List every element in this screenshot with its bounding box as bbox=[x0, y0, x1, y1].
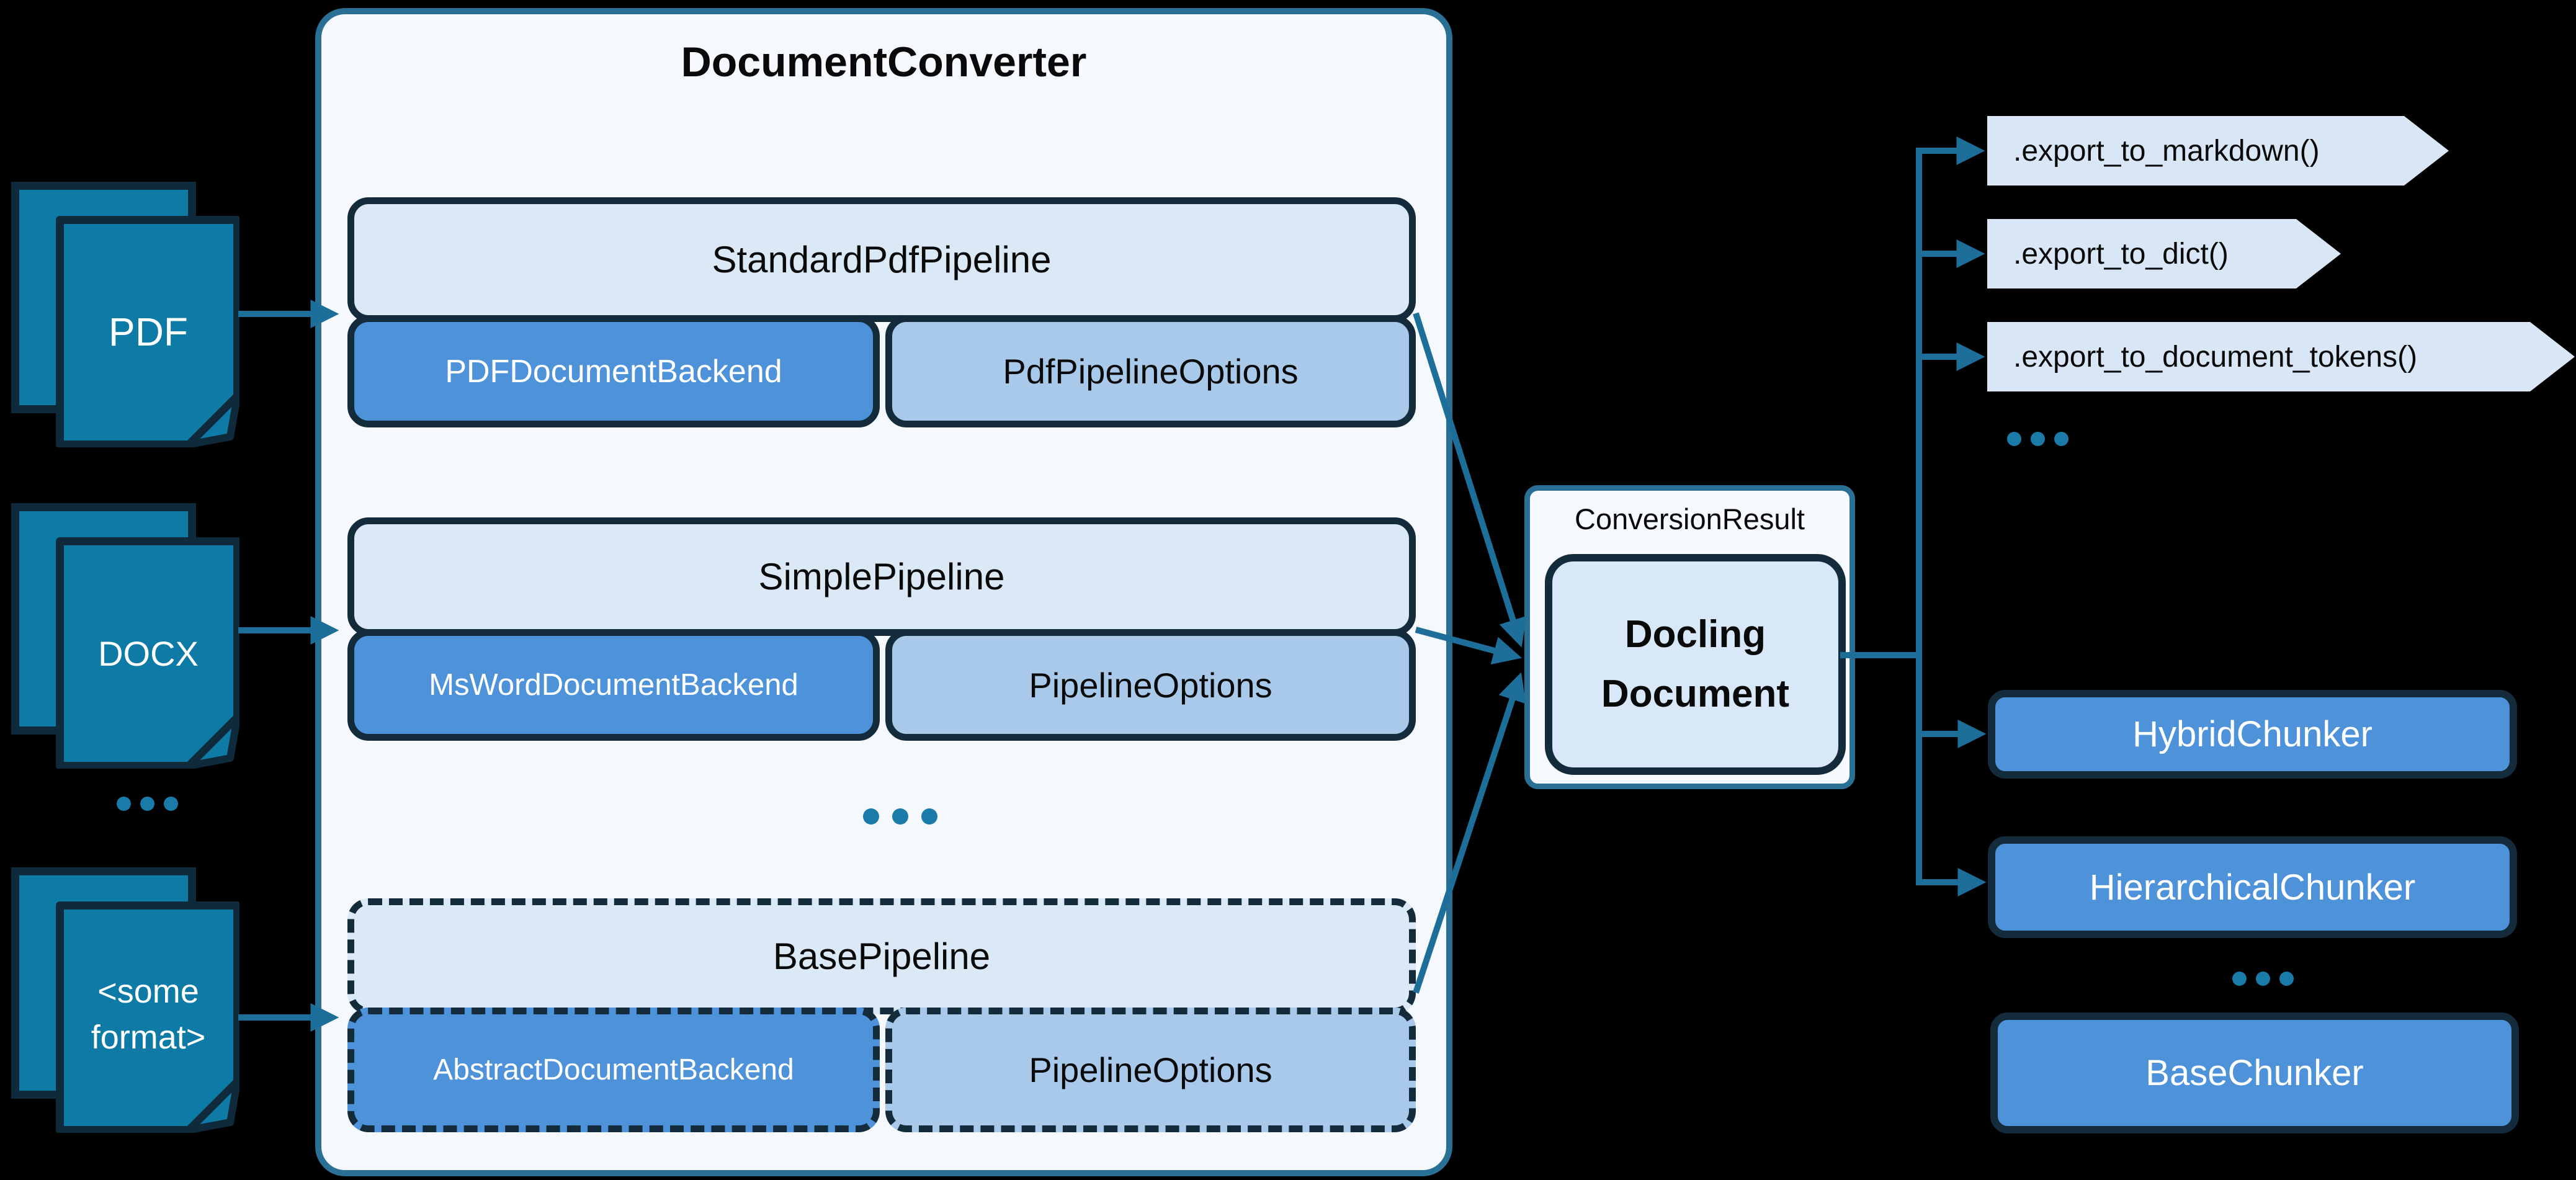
arrow-trunk-to-export-markdown bbox=[1916, 136, 1985, 655]
more-input-formats-ellipsis bbox=[117, 797, 178, 811]
docling-document-label-line1: Docling bbox=[1624, 612, 1766, 656]
pipeline-options-box: PipelineOptions bbox=[885, 629, 1416, 741]
export-to-document-tokens-tag: .export_to_document_tokens() bbox=[1987, 322, 2575, 391]
pdf-pipeline-options-box: PdfPipelineOptions bbox=[885, 315, 1416, 427]
pdf-page-fold bbox=[185, 392, 239, 447]
docx-document-icon: DOCX bbox=[11, 503, 239, 769]
docx-page-fold bbox=[185, 713, 239, 769]
pdf-document-backend-label: PDFDocumentBackend bbox=[445, 353, 782, 390]
docx-label: DOCX bbox=[98, 634, 199, 673]
conversion-result-label: ConversionResult bbox=[1575, 503, 1805, 535]
hybrid-chunker-box: HybridChunker bbox=[1988, 690, 2517, 779]
standard-pdf-pipeline-box: StandardPdfPipeline bbox=[347, 197, 1416, 322]
some-format-page-fold bbox=[185, 1078, 239, 1133]
export-to-document-tokens-label: .export_to_document_tokens() bbox=[2013, 340, 2418, 373]
simple-pipeline-label: SimplePipeline bbox=[758, 556, 1005, 597]
abstract-document-backend-box: AbstractDocumentBackend bbox=[347, 1008, 880, 1132]
more-pipelines-ellipsis bbox=[863, 808, 937, 825]
docling-document-label-line2: Document bbox=[1601, 673, 1790, 715]
some-format-front-page bbox=[56, 901, 239, 1133]
pdf-document-icon: PDF bbox=[11, 182, 239, 447]
pdf-pipeline-options-label: PdfPipelineOptions bbox=[1003, 352, 1299, 391]
some-format-label-line2: format> bbox=[91, 1019, 206, 1056]
export-to-dict-tag: .export_to_dict() bbox=[1987, 219, 2341, 288]
export-to-markdown-label: .export_to_markdown() bbox=[2013, 134, 2320, 168]
base-chunker-label: BaseChunker bbox=[2145, 1053, 2364, 1093]
docling-document-box: Docling Document bbox=[1545, 554, 1846, 775]
base-pipeline-box: BasePipeline bbox=[347, 898, 1416, 1014]
document-converter-title: DocumentConverter bbox=[681, 38, 1087, 86]
hierarchical-chunker-box: HierarchicalChunker bbox=[1988, 836, 2517, 938]
pipeline-options-label: PipelineOptions bbox=[1029, 665, 1272, 705]
msword-document-backend-box: MsWordDocumentBackend bbox=[347, 629, 880, 741]
base-pipeline-options-label: PipelineOptions bbox=[1029, 1050, 1272, 1089]
export-to-dict-label: .export_to_dict() bbox=[2013, 237, 2229, 270]
pdf-document-backend-box: PDFDocumentBackend bbox=[347, 315, 880, 427]
conversion-result-box: ConversionResult Docling Document bbox=[1524, 485, 1855, 789]
some-format-document-icon: <some format> bbox=[11, 867, 239, 1133]
export-to-markdown-tag: .export_to_markdown() bbox=[1987, 116, 2449, 185]
more-chunkers-ellipsis bbox=[2232, 972, 2294, 986]
hybrid-chunker-label: HybridChunker bbox=[2132, 714, 2373, 754]
base-chunker-box: BaseChunker bbox=[1990, 1012, 2519, 1133]
hierarchical-chunker-label: HierarchicalChunker bbox=[2089, 867, 2416, 908]
base-pipeline-label: BasePipeline bbox=[772, 936, 991, 977]
some-format-label-line1: <some bbox=[97, 973, 199, 1010]
simple-pipeline-box: SimplePipeline bbox=[347, 517, 1416, 636]
pdf-label: PDF bbox=[109, 310, 188, 354]
standard-pdf-pipeline-label: StandardPdfPipeline bbox=[712, 239, 1052, 280]
more-exports-ellipsis bbox=[2007, 432, 2068, 446]
base-pipeline-options-box: PipelineOptions bbox=[885, 1008, 1416, 1132]
msword-document-backend-label: MsWordDocumentBackend bbox=[429, 668, 798, 702]
abstract-document-backend-label: AbstractDocumentBackend bbox=[433, 1053, 794, 1086]
arrow-trunk-to-hierarchical-chunker bbox=[1916, 655, 1987, 896]
